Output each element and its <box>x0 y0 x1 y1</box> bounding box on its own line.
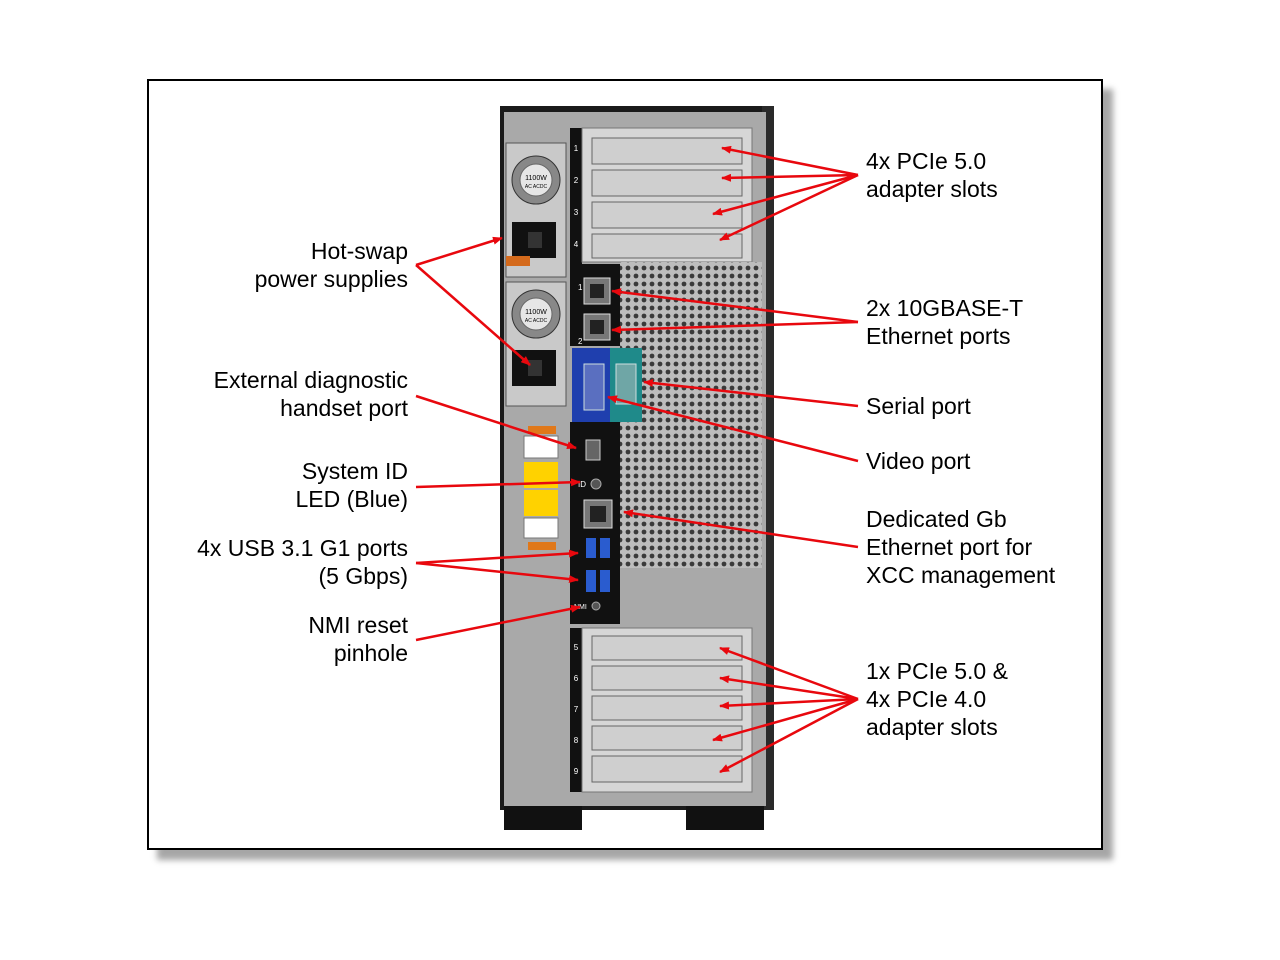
slot-number-5: 5 <box>574 643 579 652</box>
video-serial-block <box>572 348 642 422</box>
slot-number-8: 8 <box>574 736 579 745</box>
psu2-rating: 1100W <box>525 309 547 316</box>
psu-safety-labels <box>523 426 559 550</box>
label-serial: Serial port <box>866 393 971 419</box>
label-xcc: Dedicated Gb Ethernet port for XCC manag… <box>866 506 1056 588</box>
power-supply-1: 1100W AC ACDC <box>505 142 567 278</box>
id-mark: ID <box>578 480 586 489</box>
slot-number-6: 6 <box>574 674 579 683</box>
psu1-sub: AC ACDC <box>525 184 548 190</box>
label-pcie-top: 4x PCIe 5.0 adapter slots <box>866 148 998 202</box>
arrow-pcie-bottom-4 <box>712 697 859 742</box>
arrow-nmi <box>415 604 581 642</box>
label-diag: External diagnostic handset port <box>213 367 408 421</box>
top-slot-numbers: 1 2 3 4 <box>574 144 579 249</box>
arrow-psu-1 <box>415 236 503 267</box>
bottom-slot-numbers: 5 6 7 8 9 <box>574 643 579 776</box>
bottom-slot-number-strip <box>570 628 582 792</box>
arrow-video <box>607 395 859 463</box>
arrow-serial <box>643 379 859 408</box>
io-column: ID NMI <box>570 422 620 624</box>
label-usb: 4x USB 3.1 G1 ports (5 Gbps) <box>197 535 408 589</box>
eth1-number: 1 <box>578 283 583 292</box>
psu2-sub: AC ACDC <box>525 318 548 324</box>
eth2-number: 2 <box>578 337 583 346</box>
arrow-eth-10g-2 <box>611 320 859 334</box>
arrow-pcie-bottom-2 <box>719 675 859 701</box>
psu1-rating: 1100W <box>525 175 547 182</box>
arrow-pcie-top-4 <box>719 173 859 242</box>
arrow-xcc <box>623 509 859 549</box>
slot-number-9: 9 <box>574 767 579 776</box>
arrow-usb-1 <box>415 549 579 565</box>
slot-number-2: 2 <box>574 176 579 185</box>
label-eth-10g: 2x 10GBASE-T Ethernet ports <box>866 295 1024 349</box>
arrow-pcie-top-2 <box>721 173 859 182</box>
slot-number-4: 4 <box>574 240 579 249</box>
callout-arrows <box>415 145 859 774</box>
arrow-diag <box>415 394 577 450</box>
vent-grille <box>620 262 762 568</box>
arrow-pcie-top-1 <box>721 145 859 177</box>
arrow-pcie-top-3 <box>712 173 859 216</box>
label-pcie-bottom: 1x PCIe 5.0 & 4x PCIe 4.0 adapter slots <box>866 658 1008 740</box>
arrow-pcie-bottom-1 <box>719 646 859 701</box>
bottom-pcie-slot-panel <box>581 627 753 793</box>
label-sysid: System ID LED (Blue) <box>295 458 408 512</box>
arrow-psu-2 <box>415 264 531 366</box>
arrow-sysid <box>415 478 581 489</box>
label-psu: Hot-swap power supplies <box>254 238 408 292</box>
ethernet-10g-block: 1 2 <box>570 264 620 346</box>
power-supply-2: 1100W AC ACDC <box>505 281 567 407</box>
arrow-usb-2 <box>415 561 579 584</box>
label-video: Video port <box>866 448 971 474</box>
label-nmi: NMI reset pinhole <box>308 612 408 666</box>
slot-number-1: 1 <box>574 144 579 153</box>
arrow-pcie-bottom-3 <box>719 697 859 710</box>
top-slot-number-strip <box>570 128 582 264</box>
arrow-pcie-bottom-5 <box>719 697 859 774</box>
slot-number-3: 3 <box>574 208 579 217</box>
slot-number-7: 7 <box>574 705 579 714</box>
arrow-eth-10g-1 <box>611 288 859 324</box>
